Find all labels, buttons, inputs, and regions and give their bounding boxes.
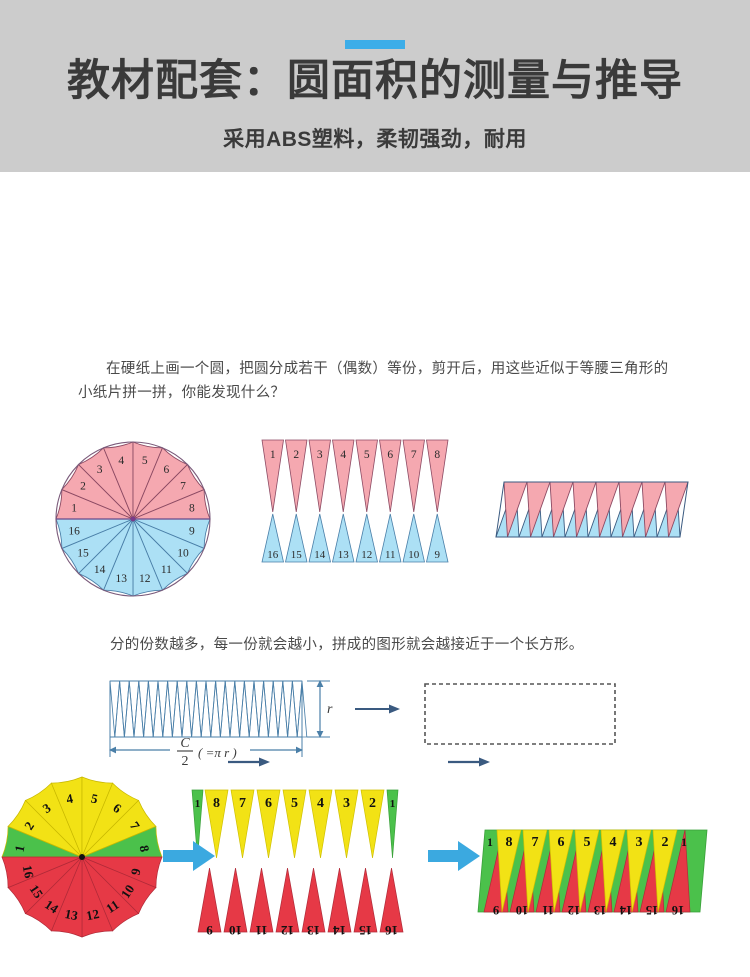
sector-label: 6 <box>265 796 272 811</box>
sector-label: 2 <box>369 796 376 811</box>
sector-label: 8 <box>506 835 513 850</box>
sector-label: 9 <box>189 526 195 538</box>
arrow-3-icon <box>355 704 400 714</box>
sector-label: 5 <box>291 796 298 811</box>
sector-label: 5 <box>584 835 591 850</box>
sector-label: 5 <box>90 791 100 807</box>
sector-label: 1 <box>270 449 276 461</box>
sector-label: 12 <box>281 923 294 938</box>
sector-label: 13 <box>307 923 321 938</box>
sector-label: 11 <box>542 903 554 917</box>
sector-label: 8 <box>434 449 440 461</box>
block-arrow-1-icon <box>163 841 215 871</box>
sector-label: 10 <box>408 549 420 561</box>
sector-label: 15 <box>77 547 89 559</box>
sector-label: 3 <box>636 835 643 850</box>
sector-label: 10 <box>229 923 242 938</box>
width-suffix: ( =π r ) <box>198 745 237 760</box>
sector-label: 16 <box>267 549 279 561</box>
sector-label: 12 <box>139 573 151 585</box>
sector-label: 12 <box>568 903 581 917</box>
sector-label: 13 <box>338 549 350 561</box>
sector-label: 3 <box>97 464 103 476</box>
assembled-parallelogram <box>495 481 689 538</box>
sector-label: 6 <box>163 464 169 476</box>
sector-label: 9 <box>435 549 441 561</box>
intro-paragraph: 在硬纸上画一个圆，把圆分成若干（偶数）等份，剪开后，用这些近似于等腰三角形的小纸… <box>78 361 669 401</box>
red-triangle-row: 9 10 11 12 13 14 15 16 <box>197 867 404 938</box>
sector-label: 1 <box>71 502 77 514</box>
sector-label: 1 <box>681 837 687 849</box>
sector-label: 7 <box>239 796 246 811</box>
sector-label: 1 <box>487 837 493 849</box>
diagram-row-2: r C 2 ( =π r ) <box>109 680 616 769</box>
sector-label: 6 <box>387 449 393 461</box>
c-over-2-dimension: C 2 ( =π r ) <box>109 736 303 769</box>
sector-label: 1 <box>390 798 396 810</box>
sector-label: 16 <box>385 923 399 938</box>
sector-label: 2 <box>80 481 86 493</box>
sector-label: 8 <box>213 796 220 811</box>
result-rectangle <box>424 683 616 745</box>
sector-label: 3 <box>343 796 350 811</box>
width-denominator: 2 <box>182 754 189 769</box>
sector-label: 13 <box>116 573 128 585</box>
page-subtitle: 采用ABS塑料，柔韧强劲，耐用 <box>223 128 527 151</box>
sector-label: 7 <box>532 835 539 850</box>
sector-label: 2 <box>293 449 299 461</box>
sector-label: 4 <box>317 796 324 811</box>
sector-label: 15 <box>359 923 373 938</box>
sector-label: 16 <box>68 526 80 538</box>
sector-label: 11 <box>385 549 396 561</box>
sector-label: 4 <box>118 455 124 467</box>
arrow-1-icon <box>228 757 270 767</box>
sector-label: 4 <box>340 449 346 461</box>
sector-label: 10 <box>516 903 529 917</box>
sector-label: 10 <box>177 547 189 559</box>
page-header: 教材配套：圆面积的测量与推导 采用ABS塑料，柔韧强劲，耐用 <box>0 0 750 172</box>
sector-label: 15 <box>291 549 303 561</box>
sector-label: 5 <box>142 455 148 467</box>
sector-label: 1 <box>195 798 201 810</box>
r-label: r <box>327 702 333 717</box>
second-paragraph: 分的份数越多，每一份就会越小，拼成的图形就会越接近于一个长方形。 <box>110 637 584 653</box>
block-arrow-2-icon <box>428 841 480 871</box>
sector-label: 4 <box>610 835 617 850</box>
sector-label: 6 <box>558 835 565 850</box>
sector-label: 11 <box>161 564 172 576</box>
sector-label: 8 <box>189 502 195 514</box>
content-area: 在硬纸上画一个圆，把圆分成若干（偶数）等份，剪开后，用这些近似于等腰三角形的小纸… <box>0 172 750 938</box>
sector-label: 11 <box>255 923 267 938</box>
sector-label: 14 <box>314 549 326 561</box>
sector-label: 16 <box>672 903 685 917</box>
sector-label: 12 <box>361 549 372 561</box>
arrow-2-icon <box>448 757 490 767</box>
sector-label: 4 <box>65 790 75 806</box>
sector-label: 3 <box>317 449 323 461</box>
r-dimension: r <box>307 680 333 738</box>
sector-label: 2 <box>662 835 669 850</box>
sector-label: 7 <box>411 449 417 461</box>
sector-label: 14 <box>333 923 347 938</box>
sector-label: 7 <box>180 481 186 493</box>
page-title: 教材配套：圆面积的测量与推导 <box>67 57 683 105</box>
accent-bar <box>345 40 405 49</box>
sector-label: 14 <box>619 903 632 917</box>
sector-label: 14 <box>94 564 106 576</box>
sector-label: 15 <box>646 903 659 917</box>
sector-label: 9 <box>493 903 499 917</box>
sector-label: 5 <box>364 449 370 461</box>
sector-label: 9 <box>206 923 213 938</box>
zigzag-strip <box>109 680 308 738</box>
sector-label: 13 <box>594 903 607 917</box>
width-numerator: C <box>180 736 190 751</box>
